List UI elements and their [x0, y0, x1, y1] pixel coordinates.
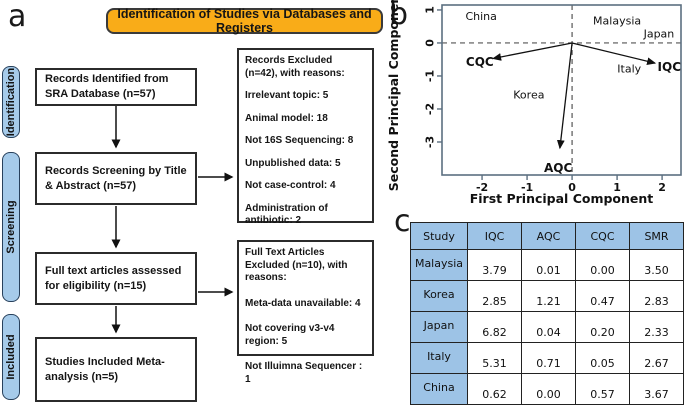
table-cell: 2.67: [629, 342, 684, 374]
table-cell: 0.05: [575, 342, 630, 374]
panel-b-label: b: [389, 0, 409, 32]
vector-arrow-cqc: [492, 42, 573, 61]
table-cell: 0.47: [575, 280, 630, 312]
exclusion-item: Not covering v3-v4 region: 5: [245, 323, 335, 347]
table-cell: 0.57: [575, 373, 630, 405]
table-column-header: Study: [410, 222, 468, 250]
country-label-italy: Italy: [617, 63, 641, 76]
flow-header: Identification of Studies via Databases …: [106, 7, 383, 35]
table-cell: 0.71: [521, 342, 576, 374]
table-cell: 0.62: [467, 373, 522, 405]
table-cell: 0.04: [521, 311, 576, 343]
vector-label-cqc: CQC: [466, 55, 494, 69]
table-cell: 3.67: [629, 373, 684, 405]
y-tick-label: 0: [424, 39, 437, 47]
exclusion-item: Not Illuimna Sequencer : 1: [245, 361, 363, 385]
table-cell: 0.00: [575, 249, 630, 281]
table-row-header: Italy: [410, 342, 468, 374]
vector-label-aqc: AQC: [544, 161, 572, 175]
exclusion-items: Irrelevant topic: 5 Animal model: 18 Not 1…: [245, 90, 366, 228]
table-column-header: CQC: [575, 222, 630, 250]
y-tick-label: -2: [424, 103, 437, 115]
flow-box-studies-included: Studies Included Meta-analysis (n=5): [35, 337, 197, 402]
table-column-header: AQC: [521, 222, 576, 250]
country-label-malaysia: Malaysia: [593, 14, 641, 27]
x-tick-label: 1: [613, 181, 621, 194]
y-tick-label: 1: [424, 6, 437, 14]
flow-box-records-identified: Records Identified from SRA Database (n=…: [35, 68, 197, 106]
table-cell: 5.31: [467, 342, 522, 374]
exclusion-item: Meta-data unavailable: 4: [245, 297, 361, 309]
x-tick-label: 0: [568, 181, 576, 194]
exclusion-box-records: Records Excluded (n=42), with reasons: I…: [237, 48, 374, 226]
y-axis-title: Second Principal Component: [388, 0, 401, 191]
table-row-header: Korea: [410, 280, 468, 312]
table-cell: 0.20: [575, 311, 630, 343]
exclusion-item: Unpublished data: 5: [245, 157, 341, 169]
table-cell: 1.21: [521, 280, 576, 312]
exclusion-item: Administration of antibiotic: 2: [245, 202, 328, 227]
exclusion-box-fulltext: Full Text Articles Excluded (n=10), with…: [237, 240, 374, 385]
stage-included: Included: [2, 314, 20, 400]
x-axis-title: First Principal Component: [470, 191, 654, 206]
table-row-header: Malaysia: [410, 249, 468, 281]
country-label-korea: Korea: [513, 89, 544, 102]
plot-frame: [441, 4, 682, 176]
table-column-header: SMR: [629, 222, 684, 250]
exclusion-item: Not case-control: 4: [245, 180, 336, 191]
table-cell: 6.82: [467, 311, 522, 343]
stage-identification: Identification: [2, 66, 20, 138]
y-tick-label: -3: [424, 136, 437, 148]
exclusion-item: Animal model: 18: [245, 112, 328, 124]
vector-label-iqc: IQC: [658, 60, 682, 74]
stage-screening: Screening: [2, 152, 20, 302]
x-tick-label: -1: [521, 181, 533, 194]
exclusion-item: Not 16S Sequencing: 8: [245, 135, 354, 146]
table-row-header: Japan: [410, 311, 468, 343]
table-cell: 2.85: [467, 280, 522, 312]
flow-box-records-screening: Records Screening by Title & Abstract (n…: [35, 152, 197, 205]
table-column-header: IQC: [467, 222, 522, 250]
y-tick-label: -1: [424, 70, 437, 82]
exclusion-title: Full Text Articles Excluded (n=10), with…: [245, 247, 348, 283]
table-row-header: China: [410, 373, 468, 405]
country-label-japan: Japan: [643, 28, 675, 41]
vector-arrow-iqc: [571, 42, 657, 66]
flow-box-fulltext-assessed: Full text articles assessed for eligibil…: [35, 252, 197, 305]
panel-c-label: c: [394, 204, 411, 239]
table-cell: 0.00: [521, 373, 576, 405]
exclusion-items: Meta-data unavailable: 4 Not covering v3-…: [245, 298, 366, 387]
table-cell: 0.01: [521, 249, 576, 281]
table-cell: 2.83: [629, 280, 684, 312]
table-cell: 3.79: [467, 249, 522, 281]
table-cell: 2.33: [629, 311, 684, 343]
exclusion-title: Records Excluded (n=42), with reasons:: [245, 55, 345, 79]
x-tick-label: 2: [658, 181, 666, 194]
panel-a-label: a: [8, 0, 27, 34]
x-tick-label: -2: [476, 181, 488, 194]
table-cell: 3.50: [629, 249, 684, 281]
country-label-china: China: [465, 10, 496, 23]
vector-arrow-aqc: [556, 42, 573, 150]
exclusion-item: Irrelevant topic: 5: [245, 90, 329, 101]
